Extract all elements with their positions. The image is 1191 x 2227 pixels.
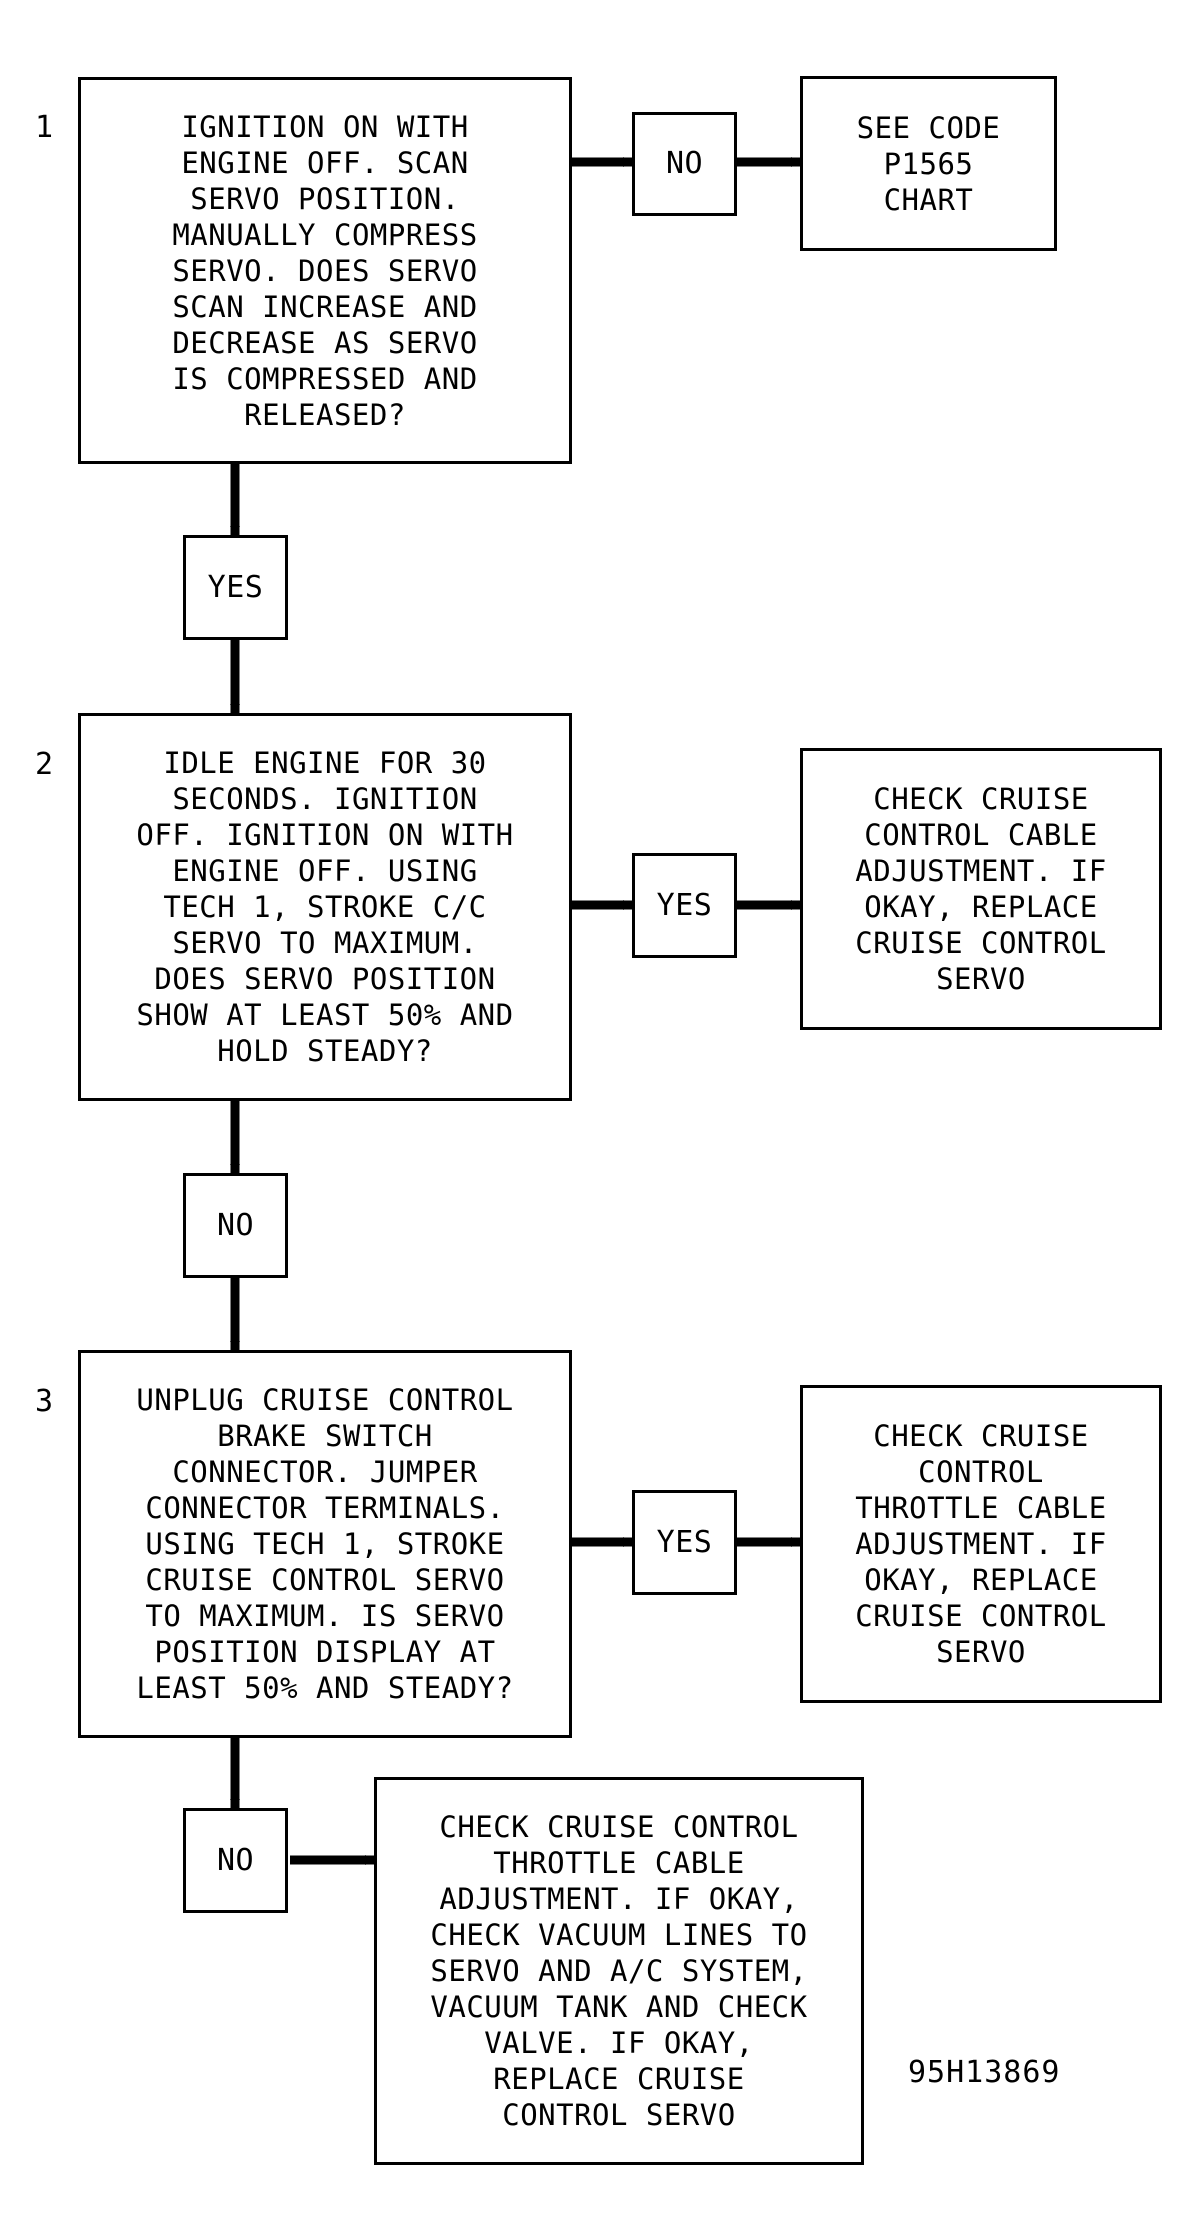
step3-no-label: NO: [216, 1842, 255, 1878]
step2-question-box: IDLE ENGINE FOR 30 SECONDS. IGNITION OFF…: [78, 713, 572, 1101]
step-number: 2: [35, 747, 54, 782]
step1-result-text: SEE CODE P1565 CHART: [856, 110, 1001, 217]
step3-yes-label: YES: [656, 1524, 713, 1560]
step-number: 3: [35, 1384, 54, 1419]
figure-reference-id: 95H13869: [908, 2055, 1061, 2090]
step1-result-box: SEE CODE P1565 CHART: [800, 76, 1057, 251]
step3-question-text: UNPLUG CRUISE CONTROL BRAKE SWITCH CONNE…: [136, 1383, 514, 1705]
step3-no-box: NO: [183, 1808, 288, 1913]
step2-question-text: IDLE ENGINE FOR 30 SECONDS. IGNITION OFF…: [136, 746, 514, 1068]
step1-question-text: IGNITION ON WITH ENGINE OFF. SCAN SERVO …: [172, 109, 478, 432]
final-result-text: CHECK CRUISE CONTROL THROTTLE CABLE ADJU…: [430, 1810, 808, 2132]
final-result-box: CHECK CRUISE CONTROL THROTTLE CABLE ADJU…: [374, 1777, 864, 2165]
step2-yes-label: YES: [656, 887, 713, 923]
step1-no-label: NO: [665, 146, 704, 181]
step2-result-box: CHECK CRUISE CONTROL CABLE ADJUSTMENT. I…: [800, 748, 1162, 1030]
step-number: 1: [35, 110, 54, 145]
step2-no-box: NO: [183, 1173, 288, 1278]
step3-yes-box: YES: [632, 1490, 737, 1595]
step3-result-box: CHECK CRUISE CONTROL THROTTLE CABLE ADJU…: [800, 1385, 1162, 1703]
step1-yes-box: YES: [183, 535, 288, 640]
step2-yes-box: YES: [632, 853, 737, 958]
step1-no-box: NO: [632, 112, 737, 216]
step3-question-box: UNPLUG CRUISE CONTROL BRAKE SWITCH CONNE…: [78, 1350, 572, 1738]
step1-question-box: IGNITION ON WITH ENGINE OFF. SCAN SERVO …: [78, 77, 572, 464]
step3-result-text: CHECK CRUISE CONTROL THROTTLE CABLE ADJU…: [855, 1419, 1107, 1669]
step1-yes-label: YES: [207, 569, 264, 605]
step2-result-text: CHECK CRUISE CONTROL CABLE ADJUSTMENT. I…: [855, 782, 1107, 996]
step2-no-label: NO: [216, 1207, 255, 1243]
